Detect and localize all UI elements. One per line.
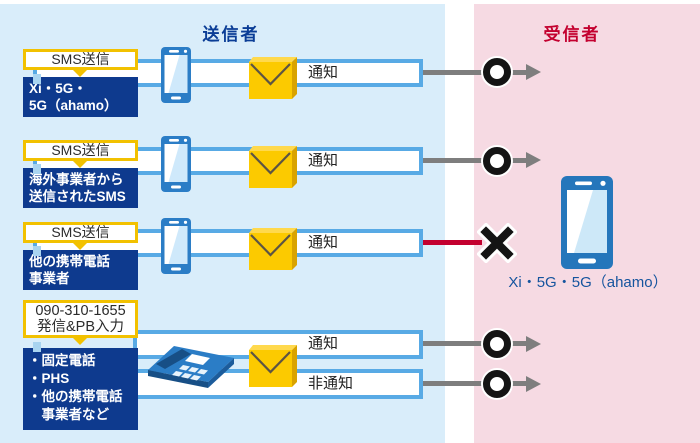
delivered-circle-icon — [479, 143, 515, 184]
callout-pointer — [73, 338, 87, 345]
connector-stub — [33, 74, 41, 84]
connector-stub — [33, 246, 41, 256]
envelope-icon — [249, 345, 297, 392]
channel-label: 非通知 — [308, 375, 354, 392]
flow-line — [423, 70, 528, 75]
blocked-flow-line — [423, 240, 482, 245]
delivered-circle-icon — [479, 54, 515, 95]
arrowhead-icon — [526, 336, 541, 352]
channel-label: 通知 — [308, 152, 339, 169]
smartphone-icon — [161, 136, 191, 197]
envelope-icon — [249, 228, 297, 275]
connector-stub — [33, 164, 41, 174]
callout-pointer — [73, 243, 87, 250]
smartphone-icon — [161, 218, 191, 279]
channel-label: 通知 — [308, 64, 339, 81]
delivered-circle-icon — [479, 326, 515, 367]
receiver-smartphone-icon — [561, 176, 613, 274]
callout-pointer — [73, 70, 87, 77]
channel-label: 通知 — [308, 234, 339, 251]
arrowhead-icon — [526, 152, 541, 168]
flow-line — [423, 381, 528, 386]
delivered-circle-icon — [479, 366, 515, 407]
action-callout: SMS送信 — [23, 140, 138, 161]
action-callout: 090-310-1655 発信&PB入力 — [23, 300, 138, 338]
action-callout: SMS送信 — [23, 222, 138, 243]
flow-line — [423, 341, 528, 346]
receiver-device-label: Xi・5G・5G（ahamo） — [508, 274, 668, 291]
connector-stub — [33, 342, 41, 352]
arrowhead-icon — [526, 64, 541, 80]
sender-type-box: ・固定電話 ・PHS ・他の携帯電話 事業者など — [23, 348, 138, 430]
sender-type-box: Xi・5G・ 5G（ahamo） — [23, 77, 138, 117]
blocked-x-icon — [476, 222, 518, 268]
envelope-icon — [249, 146, 297, 193]
envelope-icon — [249, 57, 297, 104]
channel-label: 通知 — [308, 335, 339, 352]
sender-type-box: 他の携帯電話 事業者 — [23, 250, 138, 290]
sender-header: 送信者 — [202, 25, 260, 44]
action-callout: SMS送信 — [23, 49, 138, 70]
arrowhead-icon — [526, 376, 541, 392]
sender-type-box: 海外事業者から 送信されたSMS — [23, 168, 138, 208]
flow-line — [423, 158, 528, 163]
receiver-header: 受信者 — [543, 25, 601, 44]
callout-pointer — [73, 161, 87, 168]
landline-phone-icon — [146, 344, 238, 393]
smartphone-icon — [161, 47, 191, 108]
